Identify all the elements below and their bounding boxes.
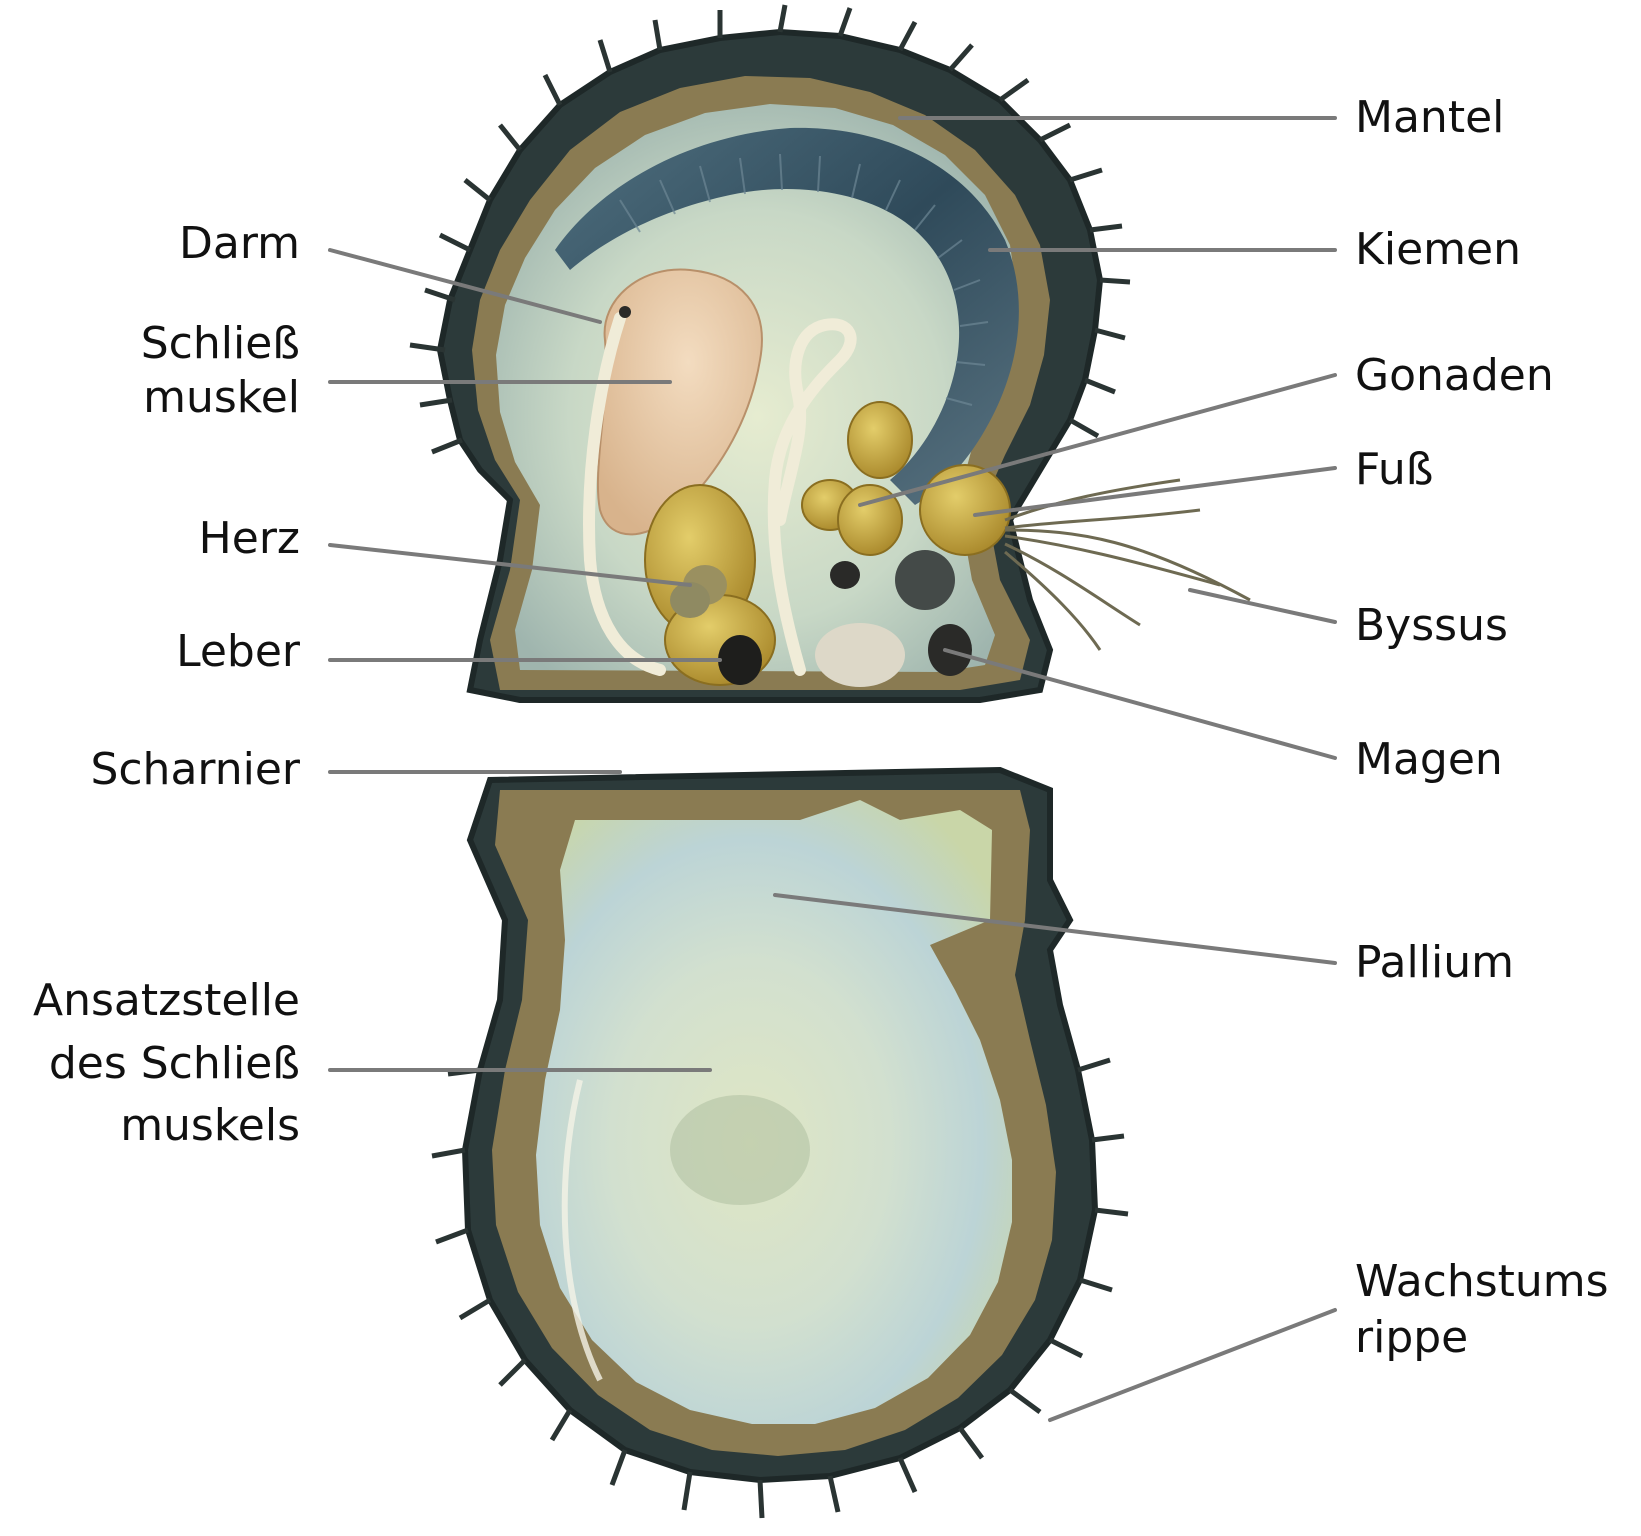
foot [919,464,1011,556]
label-ansatzstelle-line3: muskels [120,1100,300,1151]
digestive-organs [644,401,1011,687]
label-wachstumsrippe-line1: Wachstums [1355,1256,1609,1307]
byssus-threads [1004,478,1251,651]
label-schliessmuskel-line1: Schließ [141,318,300,369]
leader-byssus [1188,588,1337,624]
gill-striations [619,153,989,406]
leader-fuss [973,466,1337,517]
label-ansatzstelle-line2: des Schließ [49,1038,300,1089]
upper-shell-spikes [409,4,1131,455]
label-schliessmuskel-line2: muskel [143,372,300,423]
label-herz: Herz [199,513,300,564]
intestine-loop [583,312,666,676]
gonad-1 [847,401,913,479]
lower-shell-half [431,766,1129,1519]
right-labels: Mantel Kiemen Gonaden Fuß Byssus Magen P… [1355,92,1609,1363]
leader-gonaden [858,373,1337,507]
adductor-muscle [596,268,763,536]
label-leber: Leber [176,626,301,677]
leader-pallium [773,893,1337,965]
dark-organ-2 [895,550,955,610]
stomach-pale [815,623,905,687]
label-ansatzstelle-line1: Ansatzstelle [33,975,300,1026]
label-magen: Magen [1355,734,1503,785]
leader-wachstumsrippe [1048,1308,1337,1422]
label-mantel: Mantel [1355,92,1504,143]
label-fuss: Fuß [1355,444,1434,495]
label-kiemen: Kiemen [1355,224,1521,275]
left-labels: Darm Schließ muskel Herz Leber Scharnier… [33,218,301,1151]
leader-magen [943,648,1337,760]
label-pallium: Pallium [1355,937,1514,988]
dark-organ-1 [830,561,860,589]
pallial-line [561,1079,603,1382]
leader-lines [328,116,1337,1422]
intestine-loop-2 [767,318,857,676]
muscle-scar [670,1095,810,1205]
label-scharnier: Scharnier [90,744,300,795]
upper-shell-half [409,4,1251,703]
leader-herz [328,543,692,587]
label-darm: Darm [179,218,300,269]
intestine-opening [619,306,631,318]
label-wachstumsrippe-line2: rippe [1355,1312,1468,1363]
gonad-3 [837,484,903,556]
leader-darm [328,248,602,324]
heart-chamber [670,582,710,618]
label-byssus: Byssus [1355,600,1508,651]
label-gonaden: Gonaden [1355,350,1554,401]
stomach-dark-lobe [718,635,762,685]
